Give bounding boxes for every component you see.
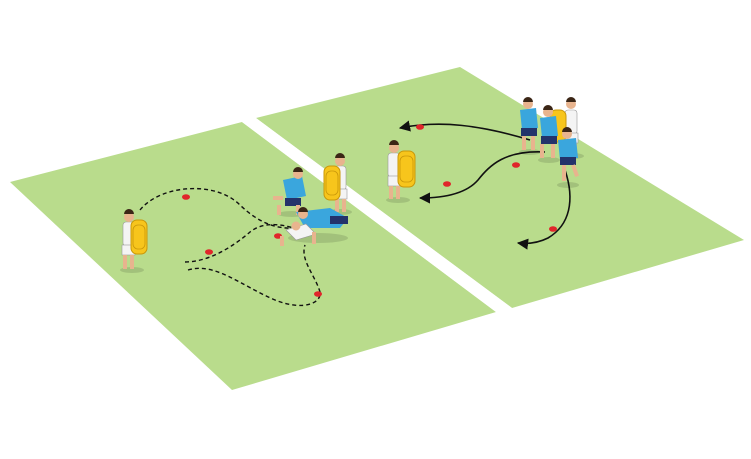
cones: [182, 124, 557, 297]
right-pitch: [256, 67, 744, 308]
tackle-shield-icon: [397, 150, 416, 188]
dashed-run-line-2: [184, 223, 301, 263]
cone-icon: [314, 291, 322, 297]
divider-strip: [242, 118, 512, 312]
cone-icon: [512, 162, 520, 168]
shield-holder-right: [386, 140, 416, 203]
tackle-shield-icon: [323, 165, 341, 201]
cone-icon: [416, 124, 424, 130]
shield-holder-left: [120, 209, 148, 273]
arrow-line-3: [516, 169, 571, 250]
dashed-run-lines: [139, 187, 321, 307]
solid-run-lines: [398, 120, 571, 250]
left-pitch: [10, 122, 496, 390]
cone-icon: [205, 249, 213, 255]
arrow-line-1: [398, 120, 531, 141]
cone-icon: [182, 194, 190, 200]
dashed-run-line-3: [187, 244, 321, 307]
shield-holder-middle: [323, 153, 352, 215]
tackle-pile: [280, 207, 348, 246]
cone-icon: [549, 226, 557, 232]
cone-icon: [443, 181, 451, 187]
dashed-run-line-1: [139, 187, 301, 229]
player-group-right: [519, 97, 584, 188]
tackle-shield-icon: [130, 219, 148, 255]
arrow-line-2: [418, 151, 546, 204]
